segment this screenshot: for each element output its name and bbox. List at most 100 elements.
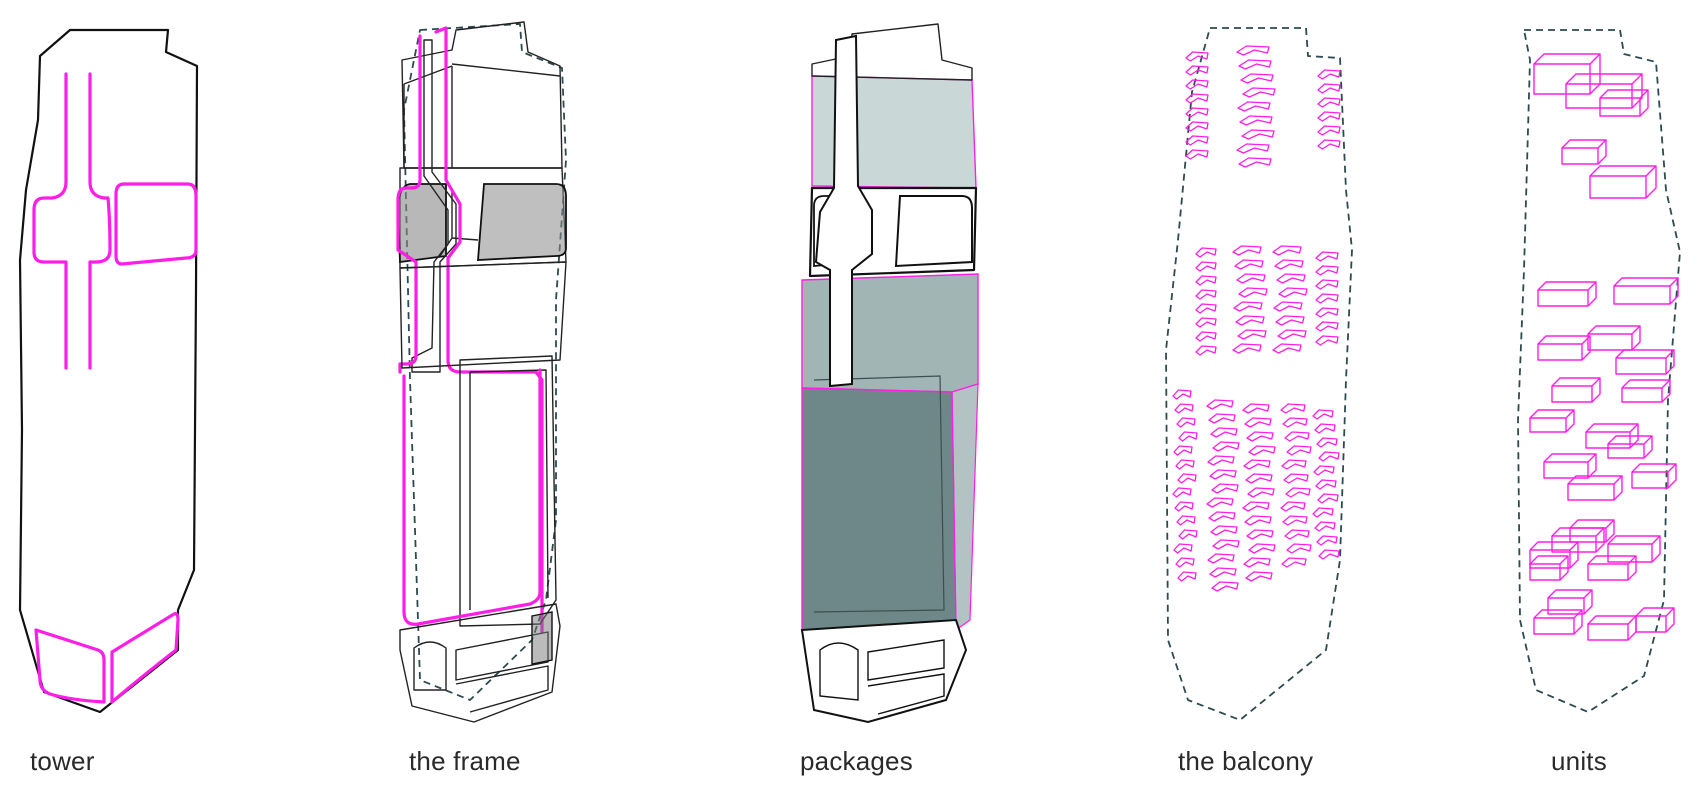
unit-box (1587, 555, 1637, 581)
unit-box (1565, 73, 1643, 109)
unit-box-outline (1537, 335, 1591, 361)
balcony-glyph (1178, 529, 1198, 540)
unit-box-outline (1587, 325, 1641, 351)
packages-window-box (808, 186, 978, 278)
balcony-drawing (1165, 27, 1353, 721)
packages-base (800, 618, 968, 724)
balcony-glyph (1244, 515, 1272, 526)
unit-box-outline (1587, 555, 1637, 581)
unit-box (1587, 325, 1641, 351)
balcony-dashed-outline (1165, 27, 1353, 721)
balcony-glyph (1172, 487, 1192, 498)
balcony-glyph (1313, 465, 1335, 476)
balcony-glyph (1248, 445, 1276, 456)
balcony-glyph (1210, 427, 1238, 438)
balcony-glyph (1317, 139, 1341, 150)
unit-box-outline (1607, 535, 1661, 563)
balcony-glyph (1206, 497, 1234, 508)
balcony-glyph (1280, 501, 1306, 512)
package-mid (801, 273, 979, 393)
frame-core (411, 39, 457, 373)
tower-core-right (88, 72, 112, 370)
unit-box (1621, 379, 1671, 403)
unit-box (1631, 463, 1677, 489)
unit-box (1587, 615, 1637, 641)
balcony-glyph (1209, 567, 1237, 578)
balcony-glyph (1240, 73, 1274, 84)
balcony-glyph (1195, 275, 1217, 286)
unit-box (1635, 607, 1675, 633)
balcony-glyph (1185, 65, 1209, 76)
balcony-glyph (1173, 543, 1193, 554)
balcony-glyph (1175, 459, 1195, 470)
balcony-glyph (1314, 423, 1336, 434)
balcony-glyph (1315, 251, 1339, 262)
tower-drawing (18, 28, 199, 714)
frame-base (399, 603, 561, 723)
balcony-glyph (1248, 543, 1276, 554)
balcony-glyph (1278, 287, 1308, 298)
tower-base-right (110, 612, 180, 704)
unit-box-outline (1635, 607, 1675, 633)
balcony-glyph (1195, 331, 1217, 342)
balcony-glyph (1237, 101, 1271, 112)
unit-box (1613, 277, 1679, 305)
balcony-glyph (1234, 259, 1264, 270)
balcony-glyph (1233, 301, 1263, 312)
balcony-glyph (1208, 511, 1236, 522)
balcony-glyph (1185, 79, 1209, 90)
balcony-glyph (1243, 557, 1271, 568)
balcony-glyph (1238, 157, 1272, 168)
unit-box-outline (1587, 615, 1637, 641)
unit-box-outline (1607, 435, 1653, 459)
balcony-glyph (1282, 515, 1308, 526)
units-drawing (1517, 29, 1681, 713)
balcony-glyph (1315, 307, 1339, 318)
balcony-glyph (1314, 521, 1336, 532)
balcony-glyph (1285, 487, 1311, 498)
balcony-glyph (1317, 493, 1339, 504)
balcony-glyph (1176, 417, 1196, 428)
label-the-balcony: the balcony (1178, 746, 1314, 776)
balcony-glyph (1316, 437, 1338, 448)
unit-box (1537, 281, 1597, 307)
balcony-glyph (1241, 129, 1275, 140)
balcony-glyph (1207, 553, 1235, 564)
balcony-glyph (1242, 501, 1270, 512)
frame-drawing (396, 21, 567, 723)
balcony-glyph (1209, 469, 1237, 480)
balcony-glyph (1315, 279, 1339, 290)
unit-box (1547, 589, 1593, 615)
unit-box-outline (1543, 453, 1597, 479)
unit-box-outline (1537, 281, 1597, 307)
balcony-glyph (1178, 431, 1198, 442)
unit-box (1533, 609, 1583, 635)
balcony-glyph (1317, 83, 1341, 94)
balcony-glyph (1177, 473, 1197, 484)
balcony-glyph (1315, 321, 1339, 332)
unit-box (1543, 453, 1597, 479)
tower-outline (18, 28, 199, 714)
units-dashed-outline (1517, 29, 1681, 713)
frame-lower-box (459, 355, 557, 627)
unit-box (1551, 377, 1601, 403)
balcony-glyph (1185, 107, 1209, 118)
balcony-glyph (1172, 389, 1192, 400)
balcony-glyph (1242, 87, 1276, 98)
balcony-glyph (1315, 293, 1339, 304)
unit-box-outline (1631, 463, 1677, 489)
balcony-group-low (1172, 389, 1340, 592)
balcony-glyph (1318, 451, 1340, 462)
balcony-glyph (1185, 93, 1209, 104)
balcony-glyph (1195, 303, 1217, 314)
unit-box-outline (1615, 349, 1675, 375)
balcony-glyph (1283, 473, 1309, 484)
tower-core-left (32, 72, 68, 370)
balcony-glyph (1173, 445, 1193, 456)
balcony-glyph (1276, 273, 1306, 284)
balcony-glyph (1232, 343, 1262, 354)
unit-box-outline (1551, 377, 1601, 403)
balcony-glyph (1238, 287, 1268, 298)
unit-box-outline (1621, 379, 1671, 403)
